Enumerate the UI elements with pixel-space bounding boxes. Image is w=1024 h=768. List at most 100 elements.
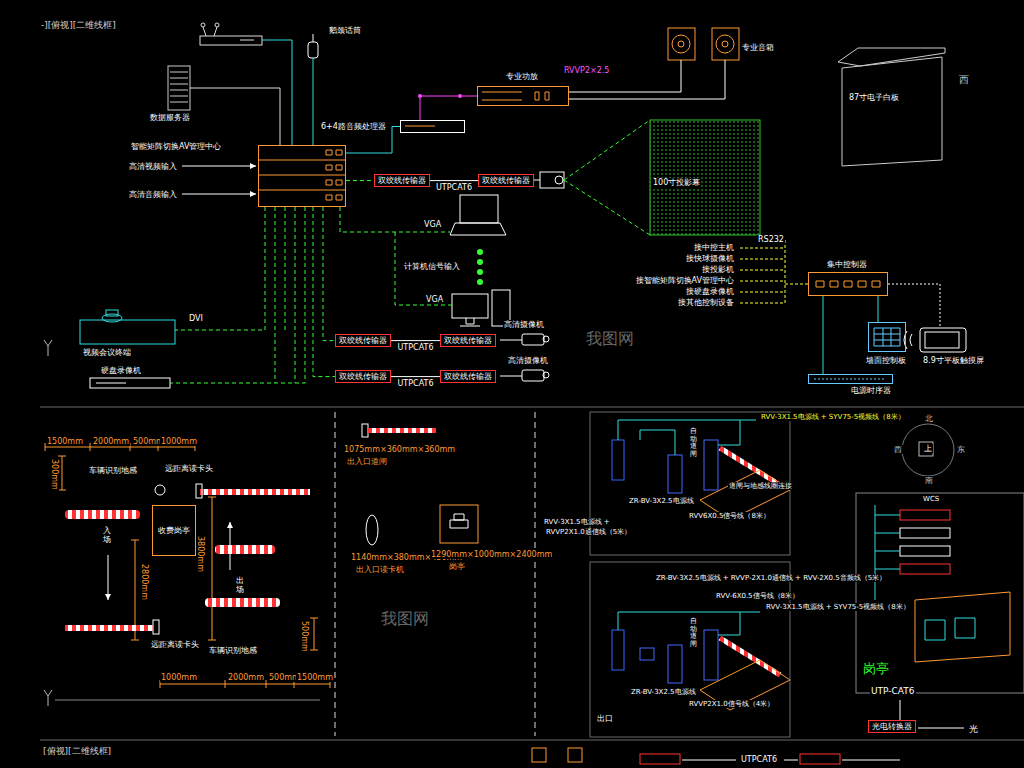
- parking-lanes-part: [196, 484, 202, 498]
- entrance-wiring-part: [668, 645, 682, 683]
- drawing-label: 接智能矩阵切换AV管理中心: [635, 276, 735, 285]
- green-signal-lines-part: [170, 207, 305, 383]
- input-arrows: [182, 166, 256, 194]
- drawing-label: VGA: [423, 220, 442, 229]
- input-arrows-part: [182, 166, 256, 167]
- drawing-label: 高清摄像机: [507, 356, 549, 365]
- drawing-label: ZR-BV-3X2.5电源线 + RVVP-2X1.0通信线 + RVV-2X0…: [655, 574, 887, 582]
- green-signal-lines-part: [275, 207, 276, 383]
- parking-items-part: [362, 424, 368, 437]
- gooseneck-mic: [308, 34, 318, 145]
- guard-booth-part: [856, 493, 1024, 693]
- node-box: 6+4路音频处理器: [400, 120, 465, 133]
- hd-cameras-part: [543, 372, 549, 378]
- edge-label: UTPCAT6: [435, 183, 473, 192]
- entrance-wiring-part: [612, 440, 624, 480]
- drawing-label: RVV-3X1.5电源线 + SYV75-5视频线（8米）: [765, 603, 911, 611]
- node-text: 电源时序器: [851, 386, 891, 395]
- speakers-part: [672, 35, 690, 53]
- drawing-label: 1000mm: [160, 673, 198, 682]
- drawing-label: 西: [893, 445, 903, 454]
- node-text: 双绞线传输器: [378, 176, 426, 185]
- entrance-wiring-part: [618, 420, 756, 440]
- drawing-label: UTPCAT6: [740, 755, 778, 764]
- green-signal-lines: [170, 207, 305, 383]
- connector: [391, 340, 440, 341]
- hd-cameras-part: [522, 370, 544, 381]
- node-box: 双绞线传输器: [335, 334, 391, 347]
- drawing-label: 我图网: [585, 330, 635, 348]
- drawing-label: RS232: [757, 235, 785, 244]
- connector: [190, 88, 280, 145]
- parking-lanes-part: [153, 620, 159, 634]
- bottom-strip-part: [532, 748, 546, 762]
- drawing-label: 2800mm: [140, 563, 149, 601]
- guard-booth-part: [900, 510, 950, 520]
- whiteboard-part: [838, 48, 945, 66]
- drawing-label: UTP-CAT6: [870, 686, 916, 696]
- drawing-label: 专业音箱: [741, 43, 775, 52]
- drawing-label: 1075mm×360mm×360mm: [343, 445, 456, 454]
- processor-amp-detail-part: [405, 126, 435, 127]
- node-box: 收费岗亭: [152, 505, 196, 556]
- node-box: 墙面控制板: [868, 322, 906, 352]
- frame-lines-part: [40, 740, 1024, 741]
- drawing-label: 北: [924, 414, 934, 423]
- green-signal-lines-part: [175, 207, 265, 330]
- computer-inputs-part: [340, 207, 450, 232]
- drawing-label: 接硬盘录像机: [685, 287, 735, 296]
- node-box: 双绞线传输器: [440, 370, 496, 383]
- drawing-label: 车辆识别地感: [208, 646, 258, 655]
- node-text: 数据服务器: [150, 113, 190, 122]
- wireless-receiver-part: [215, 23, 219, 27]
- guard-booth-part: [900, 528, 950, 538]
- edge-label: UTPCAT6: [397, 343, 435, 352]
- compass-part: [902, 424, 954, 476]
- drawing-label: 87寸电子白板: [848, 93, 900, 102]
- entrance-wiring-part: [718, 420, 740, 445]
- computer-inputs-part: [450, 223, 506, 235]
- hd-cameras-part: [500, 376, 522, 377]
- drawing-label: 出口: [596, 714, 614, 723]
- drawing-label: RVV-3X1.5电源线 + SYV75-5视频线（8米）: [760, 413, 906, 421]
- hd-cameras-part: [522, 334, 544, 345]
- speakers: [569, 28, 739, 99]
- parking-lanes-part: [200, 489, 310, 495]
- wall-panel-grid: [874, 328, 900, 346]
- entrance-wiring: [612, 420, 790, 710]
- wireless-receiver: [200, 23, 292, 145]
- server-icon-part: [168, 66, 190, 110]
- wireless-receiver-part: [203, 27, 254, 40]
- hd-cameras-part: [543, 336, 549, 342]
- parking-dimensions: [45, 443, 330, 688]
- node-box: 专业功放: [477, 86, 569, 106]
- speakers-part: [668, 28, 695, 60]
- drawing-label: 接其他控制设备: [677, 298, 735, 307]
- guard-booth-part: [875, 505, 900, 600]
- guard-booth-part: [925, 618, 975, 640]
- drawing-label: 1290mm×1000mm×2400mm: [430, 550, 553, 559]
- drawing-label: 计算机信号输入: [403, 262, 461, 271]
- node-text: 智能矩阵切换AV管理中心: [131, 142, 221, 151]
- entrance-wiring-part: [704, 440, 718, 490]
- parking-dimensions-part: [310, 618, 318, 650]
- whiteboard-part: [842, 57, 942, 166]
- matrix-detail-part: [258, 160, 346, 190]
- input-arrows-part: [182, 194, 256, 195]
- parking-lanes-part: [155, 485, 165, 495]
- speakers-part: [569, 60, 681, 92]
- matrix-detail: [258, 150, 346, 200]
- drawing-label: 出入口读卡机: [355, 565, 405, 574]
- entrance-wiring-part: [640, 648, 654, 660]
- drawing-label: 西: [958, 74, 970, 86]
- parking-lanes-part: [55, 700, 320, 701]
- speakers-part: [716, 35, 734, 53]
- green-signal-lines-part: [285, 207, 286, 330]
- drawing-label: RVV-6X0.5信号线（8米）: [715, 592, 800, 600]
- conference-terminal-dvr: [80, 310, 175, 388]
- connector: [346, 180, 374, 181]
- matrix-detail-part: [326, 150, 342, 200]
- touch-tablet: [904, 328, 966, 352]
- projector-screen-part: [555, 176, 563, 184]
